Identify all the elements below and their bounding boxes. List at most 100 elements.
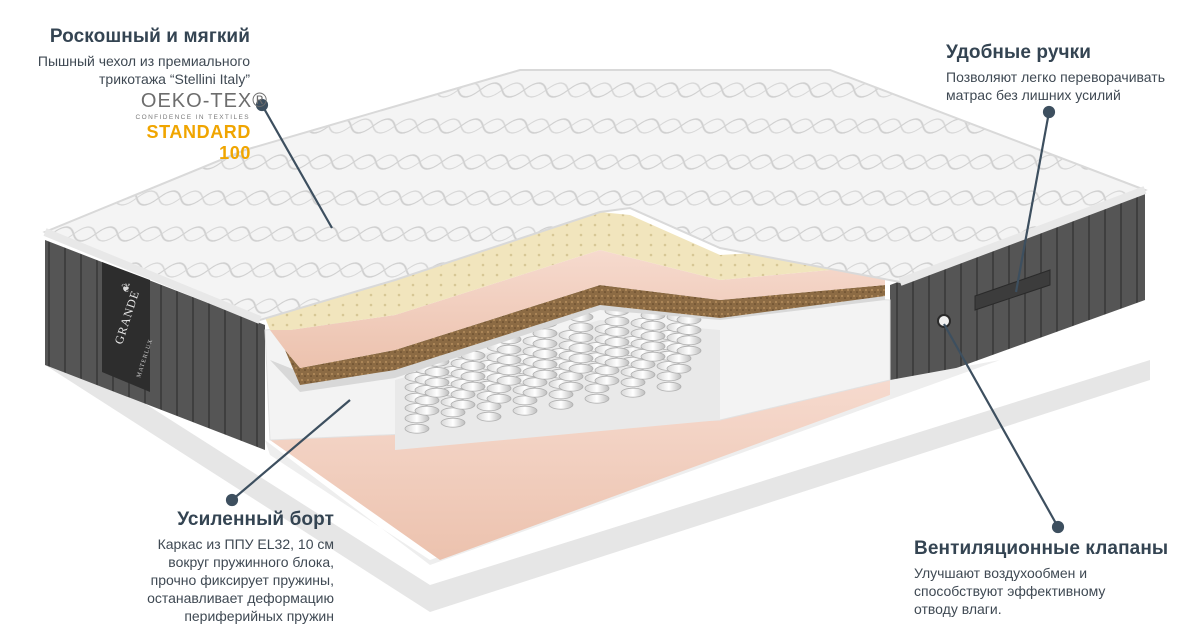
spring-coil [522, 377, 548, 388]
spring-coil [640, 331, 666, 341]
spring-coil [676, 335, 702, 346]
spring-coil [440, 407, 466, 418]
spring-coil [414, 395, 440, 406]
brand-label [102, 262, 150, 392]
spring-coil [522, 387, 548, 398]
spring-coil [496, 355, 522, 365]
spring-coil [496, 344, 522, 355]
spring-coil [450, 399, 476, 410]
spring-coil [558, 371, 584, 382]
spring-coil [404, 413, 430, 424]
callout-handles: Удобные ручки Позволяют легко переворачи… [946, 42, 1196, 104]
callout-luxury-text: Пышный чехол из премиального трикотажа “… [37, 53, 250, 87]
oeko-tex-brand: OEKO-TEX® [140, 90, 268, 112]
spring-coil [558, 381, 584, 392]
callout-dot-luxury [255, 98, 269, 112]
spring-coil [450, 389, 476, 400]
callout-valves-text: Улучшают воздухообмен и способствуют эфф… [914, 565, 1106, 617]
spring-coil [512, 395, 538, 406]
spring-coil [460, 381, 486, 392]
spring-coil [620, 387, 646, 398]
callout-dot-handles [1042, 105, 1056, 119]
spring-coil [548, 389, 574, 400]
spring-coil [532, 338, 558, 349]
spring-coil [640, 341, 666, 352]
side-handle [974, 269, 1051, 311]
spring-coil [440, 417, 466, 428]
spring-coil [666, 363, 692, 374]
spring-coil [604, 326, 630, 337]
front-edge [265, 360, 1000, 565]
spring-coil [532, 369, 558, 380]
pocket-springs [404, 294, 702, 434]
spring-coil [604, 316, 630, 327]
spring-coil [424, 387, 450, 398]
spring-coil [476, 401, 502, 412]
spring-coil [568, 322, 594, 333]
callout-valves: Вентиляционные клапаны Улучшают воздухоо… [914, 538, 1184, 618]
cover-piping-right [898, 186, 1147, 286]
spring-coil [424, 377, 450, 388]
callout-handles-text: Позволяют легко переворачивать матрас бе… [946, 69, 1165, 103]
spring-coil [496, 365, 522, 376]
mattress-base-shadow [45, 340, 1150, 612]
callout-lines [225, 98, 1065, 534]
callout-valves-title: Вентиляционные клапаны [914, 538, 1169, 559]
oeko-tex-certification: OEKO-TEX® CONFIDENCE IN TEXTILES STANDAR… [118, 90, 268, 164]
spring-coil [460, 361, 486, 371]
callout-border-text: Каркас из ППУ EL32, 10 см вокруг пружинн… [147, 536, 334, 624]
ventilation-valve-icon [937, 314, 951, 328]
left-side-panel [45, 240, 265, 450]
spring-coil [548, 399, 574, 410]
callout-luxury-title: Роскошный и мягкий [49, 26, 250, 47]
spring-coil [512, 405, 538, 416]
spring-coil [640, 351, 666, 362]
coconut-layer [285, 285, 885, 385]
callout-luxury: Роскошный и мягкий Пышный чехол из преми… [0, 26, 250, 88]
spring-coil [568, 363, 594, 374]
spring-coil [620, 377, 646, 388]
spring-coil [568, 353, 594, 364]
spring-coil [424, 367, 450, 377]
spring-coil [656, 381, 682, 392]
spring-coil [604, 337, 630, 347]
label-emblem-icon: ❦ [121, 281, 131, 295]
spring-coil [486, 383, 512, 394]
callout-line-border [231, 399, 351, 501]
spring-coil [656, 371, 682, 382]
spring-coil [630, 369, 656, 380]
spring-coil [568, 343, 594, 353]
spring-coil [594, 375, 620, 386]
spring-coil [486, 393, 512, 404]
callout-line-valves [943, 323, 1059, 528]
spring-coil [676, 325, 702, 335]
latex-layer [258, 212, 890, 330]
spring-coil [568, 332, 594, 343]
oeko-tex-standard: STANDARD 100 [146, 122, 251, 163]
spring-coil [532, 328, 558, 339]
spring-coil [676, 345, 702, 356]
spring-coil [496, 375, 522, 386]
callout-border-title: Усиленный борт [177, 509, 334, 530]
spring-coil [584, 383, 610, 394]
spring-coil [594, 365, 620, 376]
callout-line-handles [1014, 111, 1051, 293]
spring-coil [584, 393, 610, 404]
spring-coil [604, 347, 630, 358]
callout-handles-title: Удобные ручки [946, 42, 1092, 63]
callout-dot-border [225, 493, 239, 507]
spring-coil [640, 320, 666, 331]
spring-coil [476, 411, 502, 422]
callout-border: Усиленный борт Каркас из ППУ EL32, 10 см… [34, 509, 334, 625]
oeko-tex-tagline: CONFIDENCE IN TEXTILES [135, 114, 250, 121]
spring-coil [460, 371, 486, 382]
quilted-cover [42, 69, 1148, 322]
comfort-foam-layer [270, 250, 885, 368]
spring-coil [666, 353, 692, 364]
spring-coil [532, 359, 558, 370]
spring-coil [630, 359, 656, 370]
spring-coil [604, 357, 630, 368]
cover-piping-left [43, 228, 262, 324]
